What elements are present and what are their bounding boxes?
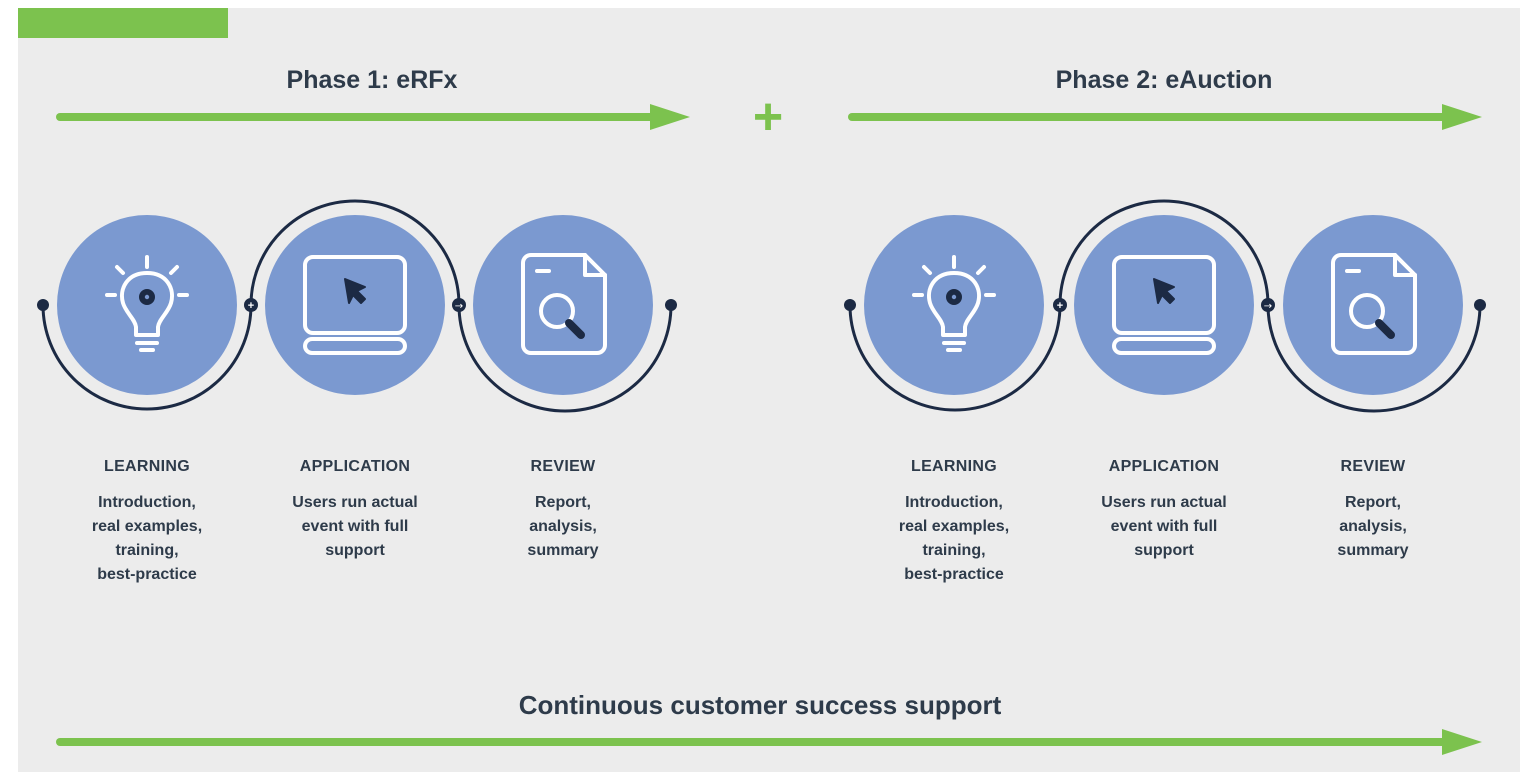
- end-node-dot: [665, 299, 677, 311]
- review-circle: [473, 215, 653, 395]
- lightbulb-gear-icon: [105, 255, 189, 352]
- svg-text:→: →: [455, 301, 463, 312]
- plus-node-dot: [244, 298, 258, 312]
- phase-1-arrow: [56, 104, 690, 130]
- step-description: Report, analysis, summary: [1337, 494, 1409, 559]
- review-circle: [1283, 215, 1463, 395]
- step-title: APPLICATION: [299, 458, 411, 475]
- lightbulb-gear-icon: [912, 255, 996, 352]
- step-title: APPLICATION: [1108, 458, 1220, 475]
- monitor-cursor-icon: [303, 255, 407, 355]
- phase-1-connector-line: [41, 199, 673, 413]
- arrow-node-dot: [1261, 298, 1275, 312]
- step-description: Introduction, real examples, training, b…: [898, 494, 1010, 583]
- svg-text:+: +: [1057, 300, 1063, 312]
- step-title: REVIEW: [1340, 458, 1406, 475]
- phase-2-arrow: [848, 104, 1482, 130]
- monitor-cursor-icon: [1112, 255, 1216, 355]
- application-circle: [1074, 215, 1254, 395]
- document-search-icon: [1331, 253, 1417, 355]
- step-title: LEARNING: [104, 458, 190, 475]
- step-description: Users run actual event with full support: [1101, 494, 1227, 559]
- arrow-node-dot: [452, 298, 466, 312]
- start-node-dot: [37, 299, 49, 311]
- plus-connector: +: [752, 88, 784, 146]
- phase-1-nodes: + →: [37, 298, 677, 312]
- step-title: LEARNING: [911, 458, 997, 475]
- step-description: Report, analysis, summary: [527, 494, 599, 559]
- plus-node-dot: [1053, 298, 1067, 312]
- step-title: REVIEW: [530, 458, 596, 475]
- svg-text:+: +: [248, 300, 254, 312]
- diagram-panel: [18, 8, 1520, 772]
- document-search-icon: [521, 253, 607, 355]
- application-circle: [265, 215, 445, 395]
- learning-circle: [864, 215, 1044, 395]
- learning-circle: [57, 215, 237, 395]
- step-description: Introduction, real examples, training, b…: [91, 494, 203, 583]
- phase-1-title: Phase 1: eRFx: [286, 66, 458, 94]
- phase-2-title: Phase 2: eAuction: [1055, 66, 1273, 94]
- bottom-arrow: [56, 729, 1482, 755]
- end-node-dot: [1474, 299, 1486, 311]
- phase-2-connector-line: [848, 199, 1482, 413]
- tab-accent: [18, 8, 228, 38]
- phase-2-nodes: + →: [844, 298, 1486, 312]
- continuous-support-title: Continuous customer success support: [518, 690, 1002, 720]
- step-description: Users run actual event with full support: [292, 494, 418, 559]
- svg-text:→: →: [1264, 301, 1272, 312]
- start-node-dot: [844, 299, 856, 311]
